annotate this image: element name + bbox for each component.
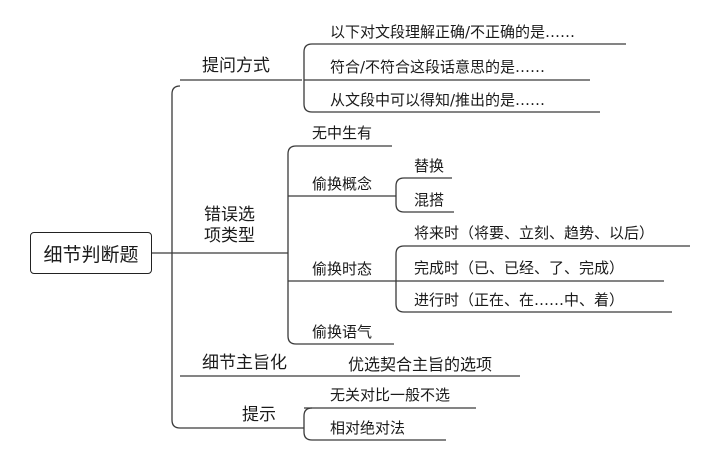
questioning-label: 提问方式 xyxy=(202,56,270,76)
root-label: 细节判断题 xyxy=(43,243,139,266)
q-item-1: 以下对文段理解正确/不正确的是…… xyxy=(330,23,576,41)
future-item: 将来时（将要、立刻、趋势、以后） xyxy=(414,224,655,242)
tense-swap-label: 偷换时态 xyxy=(312,260,373,278)
tips-label: 提示 xyxy=(242,405,276,425)
replace-item: 替换 xyxy=(414,157,445,175)
concept-swap-label: 偷换概念 xyxy=(312,175,373,193)
tip-1: 无关对比一般不选 xyxy=(330,386,451,404)
tips-bracket xyxy=(303,407,313,441)
main-idea-label: 细节主旨化 xyxy=(202,353,287,373)
q-item-3: 从文段中可以得知/推出的是…… xyxy=(330,91,546,109)
mix-item: 混搭 xyxy=(414,191,445,209)
q-item-2: 符合/不符合这段话意思的是…… xyxy=(330,58,546,76)
questioning-bracket xyxy=(303,43,313,113)
tone-swap-label: 偷换语气 xyxy=(312,323,373,341)
tip-2: 相对绝对法 xyxy=(330,419,406,437)
main-bracket xyxy=(171,85,181,429)
concept-swap-bracket xyxy=(395,177,405,213)
error-types-label-line2: 项类型 xyxy=(204,226,255,246)
main-idea-item: 优选契合主旨的选项 xyxy=(348,355,493,374)
tense-swap-bracket xyxy=(395,245,405,313)
error-types-bracket xyxy=(287,145,297,345)
progressive-item: 进行时（正在、在……中、着） xyxy=(414,291,625,309)
error-types-label-line1: 错误选 xyxy=(204,205,255,225)
perfect-item: 完成时（已、已经、了、完成） xyxy=(414,259,625,277)
fabrication-label: 无中生有 xyxy=(312,124,373,142)
root-node: 细节判断题 xyxy=(30,232,152,274)
